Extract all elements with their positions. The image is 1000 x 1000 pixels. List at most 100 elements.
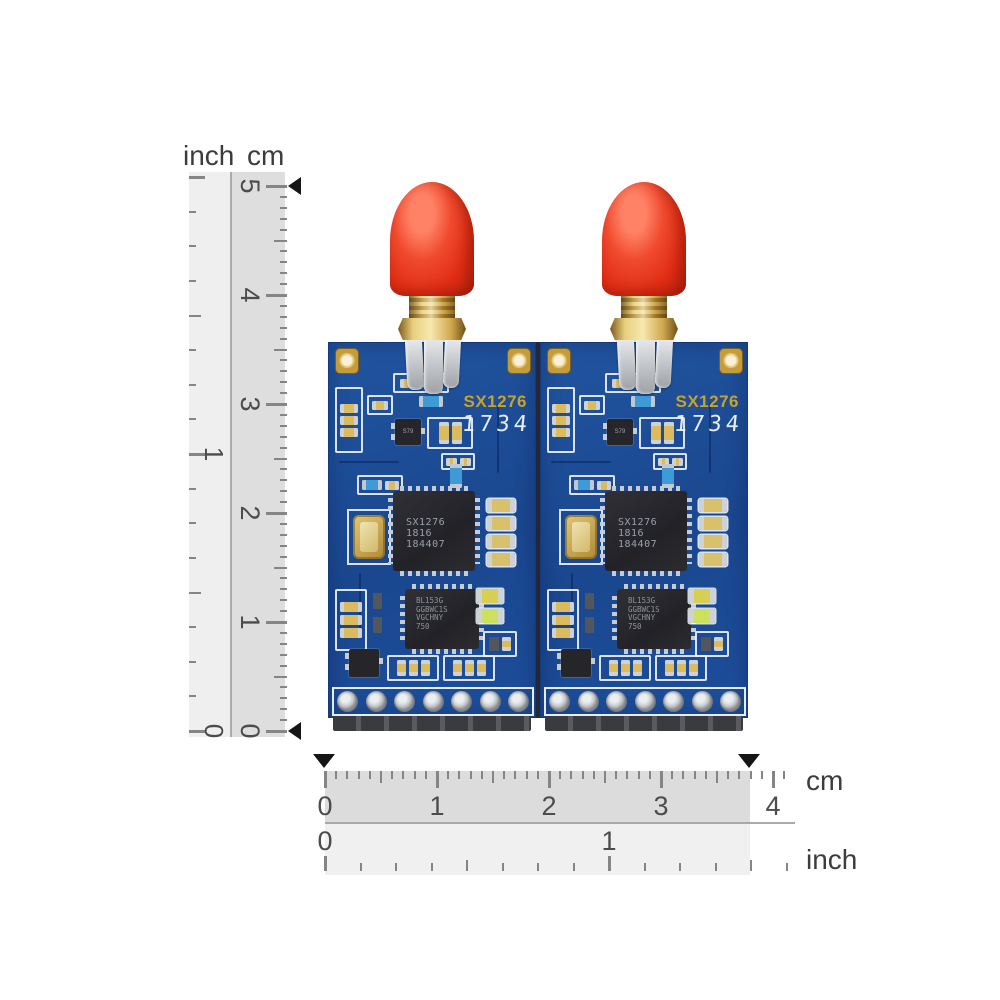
inch-tick [189,175,205,179]
cm-tick [659,771,663,788]
solder-pad [606,691,627,712]
cm-tick [266,620,287,624]
inch-tick [572,863,575,871]
cm-tick [274,457,287,460]
led-yellow [477,589,503,603]
cm-tick [346,771,349,779]
inch-tick [430,863,433,871]
solder-joint [404,331,425,391]
chip-pins [612,486,680,491]
solder-pad [549,691,570,712]
antenna-cap [390,182,474,296]
led-green [689,609,715,623]
chip-pins [412,649,472,654]
cm-tick [274,239,287,242]
chip-pins [624,584,684,589]
cm-tick [458,771,461,779]
cm-tick [637,771,640,779]
cm-tick [266,511,287,515]
cm-tick [280,501,287,504]
cm-tick [280,250,287,253]
cm-tick [274,675,287,678]
inch-tick [643,863,646,871]
inch-tick [189,626,196,629]
cm-tick [469,771,472,779]
pcb-trace [709,403,711,473]
measure-marker-left-icon [313,754,335,768]
inch-tick [189,418,196,421]
component-dark [373,593,382,609]
solder-joint [616,331,637,391]
cm-tick [581,771,584,779]
cm-tick [280,610,287,613]
cm-tick [280,555,287,558]
cm-tick [280,370,287,373]
cm-tick [280,599,287,602]
transistor [557,649,595,677]
solder-pad [365,691,387,712]
cm-tick [280,708,287,711]
cm-number: 4 [765,791,781,821]
cm-tick [570,771,573,779]
board-seam [536,342,540,718]
inch-number: 0 [317,826,333,856]
cm-tick [592,771,595,779]
transistor [345,649,383,677]
resistor-group [547,589,579,651]
inch-tick [189,556,196,559]
cm-tick [266,402,287,406]
inch-tick [189,245,196,248]
inch-tick [189,210,196,213]
sma-connector-nut [398,318,466,340]
vertical-ruler-inch-label: inch [183,140,235,171]
chip-pins [412,584,472,589]
pcb-board: SX1276 1734 S79 [328,342,536,718]
cm-tick [280,392,287,395]
cm-tick [280,642,287,645]
cm-tick [280,326,287,329]
inch-tick [189,383,196,386]
solder-pad [577,691,599,712]
crystal-oscillator [353,515,385,559]
edge-pads [544,687,746,716]
board-silkscreen-label: SX1276 [463,392,527,411]
cm-tick [424,771,427,779]
cm-number: 0 [235,723,265,739]
cm-tick [280,522,287,525]
cm-tick [280,544,287,547]
chip-pins [475,498,480,564]
cm-tick [280,413,287,416]
inch-number: 1 [199,446,229,462]
resistor-group [335,589,367,651]
cm-tick [274,348,287,351]
cm-tick [280,533,287,536]
cm-tick [492,771,494,783]
pcb-trace [551,461,611,463]
chip-pins [612,571,680,576]
cm-tick [280,381,287,384]
cm-tick [280,206,287,209]
cm-tick [749,771,752,779]
solder-joint [654,331,674,389]
inch-number: 0 [199,723,229,739]
mounting-hole-pad [719,348,743,374]
measure-marker-right-icon [738,754,760,768]
cm-tick [783,771,786,779]
inch-tick [714,863,717,871]
solder-pad [337,691,358,712]
rf-module: SX1276 1734 S79 [540,182,748,731]
cm-tick [280,719,287,722]
vertical-ruler-cm-label: cm [247,140,285,171]
cm-tick [280,577,287,580]
cm-tick [771,771,775,788]
cm-tick [514,771,517,779]
cm-tick [716,771,718,783]
cm-tick [682,771,685,779]
cm-tick [280,664,287,667]
cm-tick [274,566,287,569]
inch-tick [395,863,397,871]
